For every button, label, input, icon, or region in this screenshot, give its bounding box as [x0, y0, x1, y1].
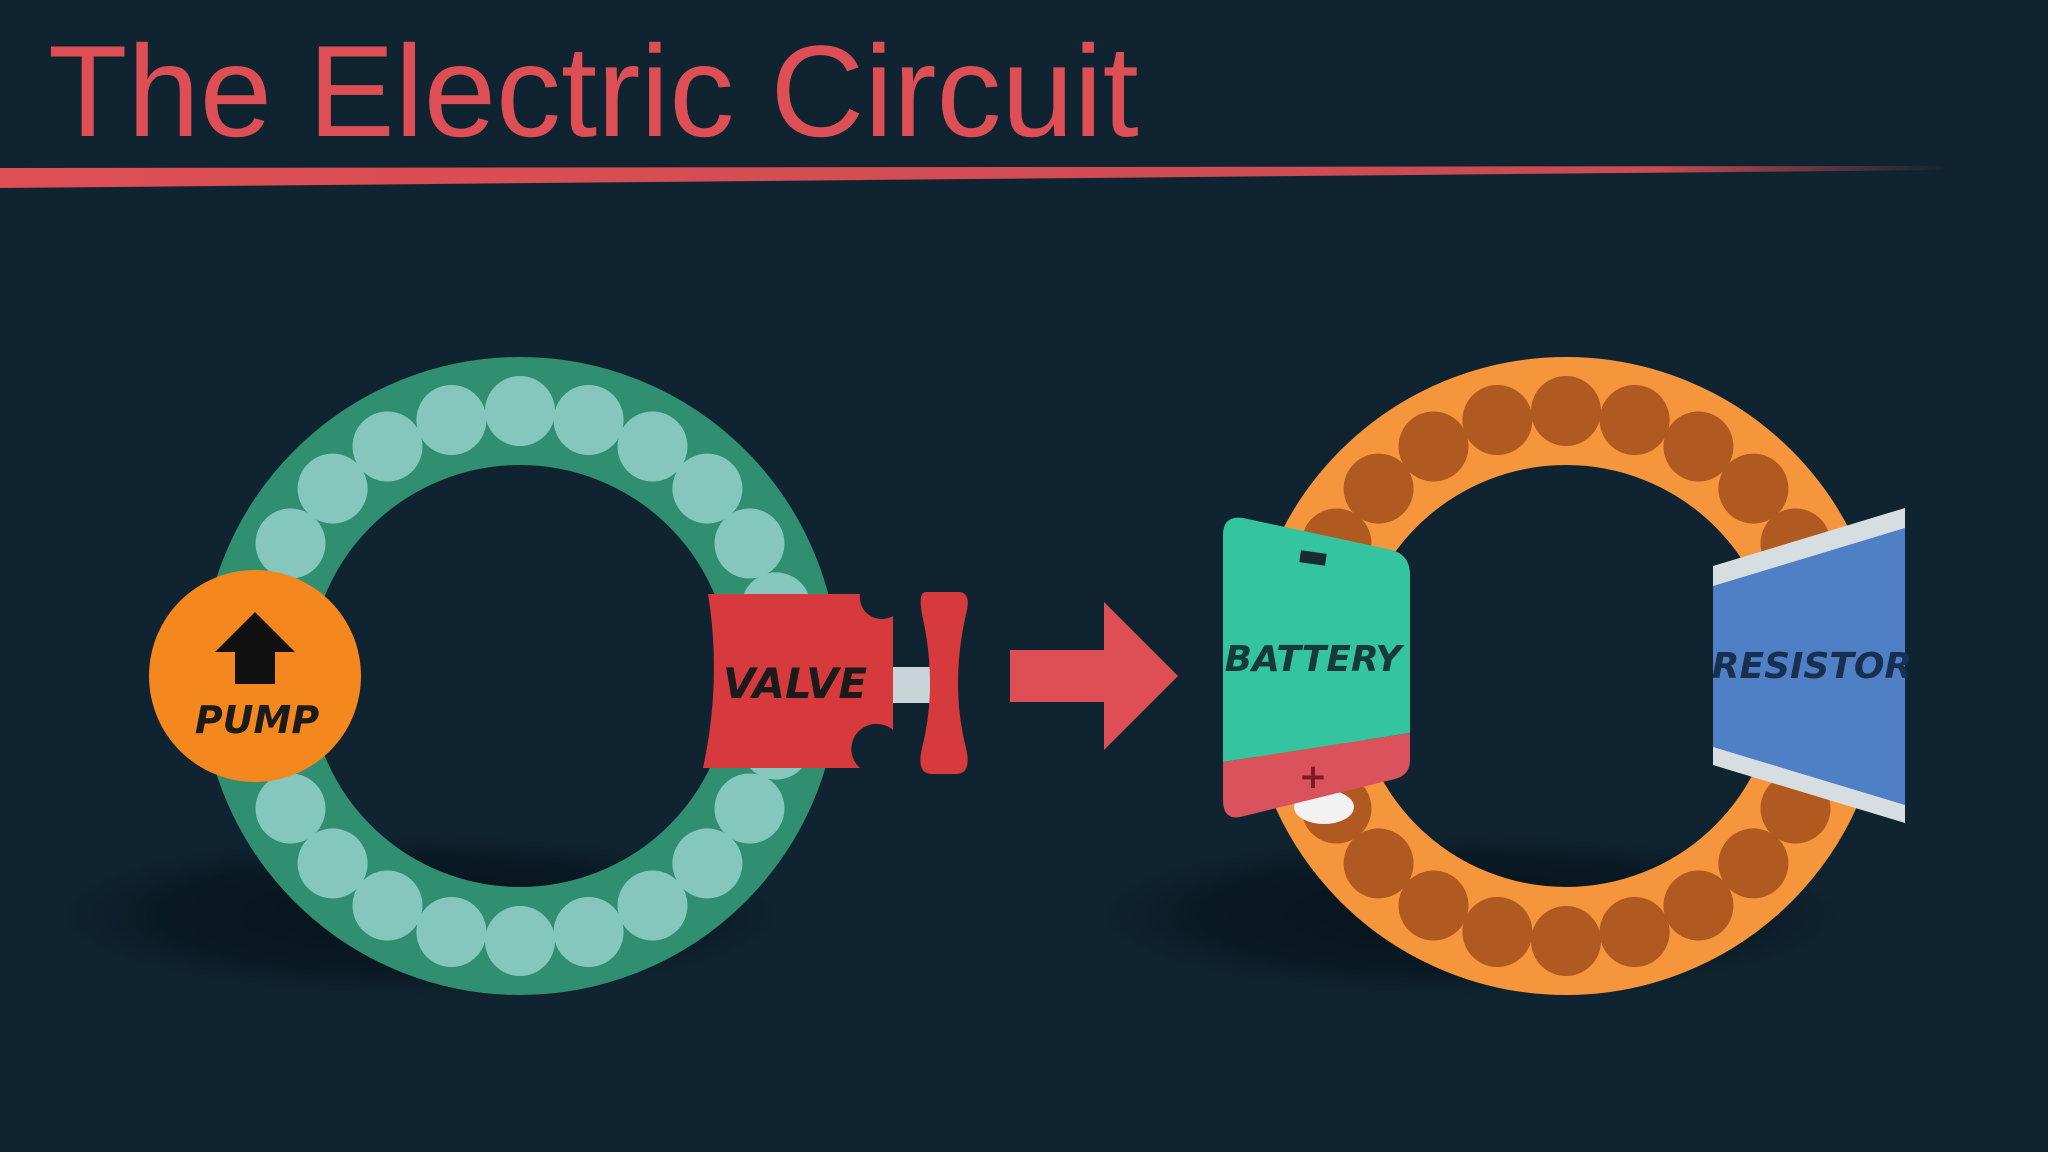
battery-label: BATTERY	[1225, 639, 1406, 680]
battery: + BATTERY	[1223, 517, 1410, 824]
electron	[1718, 828, 1789, 899]
water-particle	[553, 385, 624, 455]
water-particle	[672, 453, 743, 524]
electron	[1343, 828, 1414, 899]
valve-body	[703, 594, 893, 768]
battery-body-top	[1223, 517, 1410, 762]
title-underline	[0, 166, 1950, 188]
water-particle	[297, 453, 368, 524]
water-particle	[297, 828, 368, 899]
water-particle	[255, 508, 326, 579]
valve: VALVE	[703, 592, 968, 774]
water-particle	[485, 376, 555, 446]
slide-title: The Electric Circuit	[48, 18, 1139, 164]
water-particle	[352, 411, 423, 482]
water-particle	[672, 828, 743, 899]
battery-plus-symbol: +	[1299, 757, 1328, 797]
pump: PUMP	[149, 570, 361, 782]
resistor-body	[1713, 528, 1905, 805]
electron	[1531, 376, 1601, 446]
pump-label: PUMP	[195, 698, 320, 742]
electron	[1531, 906, 1601, 976]
water-particle	[714, 508, 785, 579]
water-particle	[352, 870, 423, 941]
water-particle	[553, 897, 624, 967]
battery-body-bottom	[1223, 733, 1410, 818]
right-arrow-icon	[1010, 602, 1178, 750]
resistor: RESISTOR	[1712, 508, 1912, 823]
water-particle	[617, 870, 688, 941]
electron	[1462, 385, 1533, 455]
water-circuit: VALVE PUMP	[60, 357, 968, 995]
water-particle	[255, 773, 326, 844]
electron	[1398, 870, 1469, 941]
electron	[1343, 453, 1414, 524]
electron	[1462, 897, 1533, 967]
electron	[1663, 870, 1734, 941]
valve-label: VALVE	[723, 659, 868, 708]
electron	[1599, 385, 1670, 455]
valve-handle	[920, 592, 968, 774]
water-particle	[617, 411, 688, 482]
water-particle	[416, 385, 487, 455]
electron	[1663, 411, 1734, 482]
battery-minus-mark	[1299, 550, 1327, 566]
water-particle	[485, 906, 555, 976]
resistor-label: RESISTOR	[1712, 646, 1912, 687]
water-particle	[714, 773, 785, 844]
electron	[1718, 453, 1789, 524]
water-particle	[416, 897, 487, 967]
electron	[1398, 411, 1469, 482]
up-arrow-icon	[215, 612, 295, 684]
electric-circuit: + BATTERY RESISTOR	[1100, 357, 1912, 995]
electron	[1599, 897, 1670, 967]
